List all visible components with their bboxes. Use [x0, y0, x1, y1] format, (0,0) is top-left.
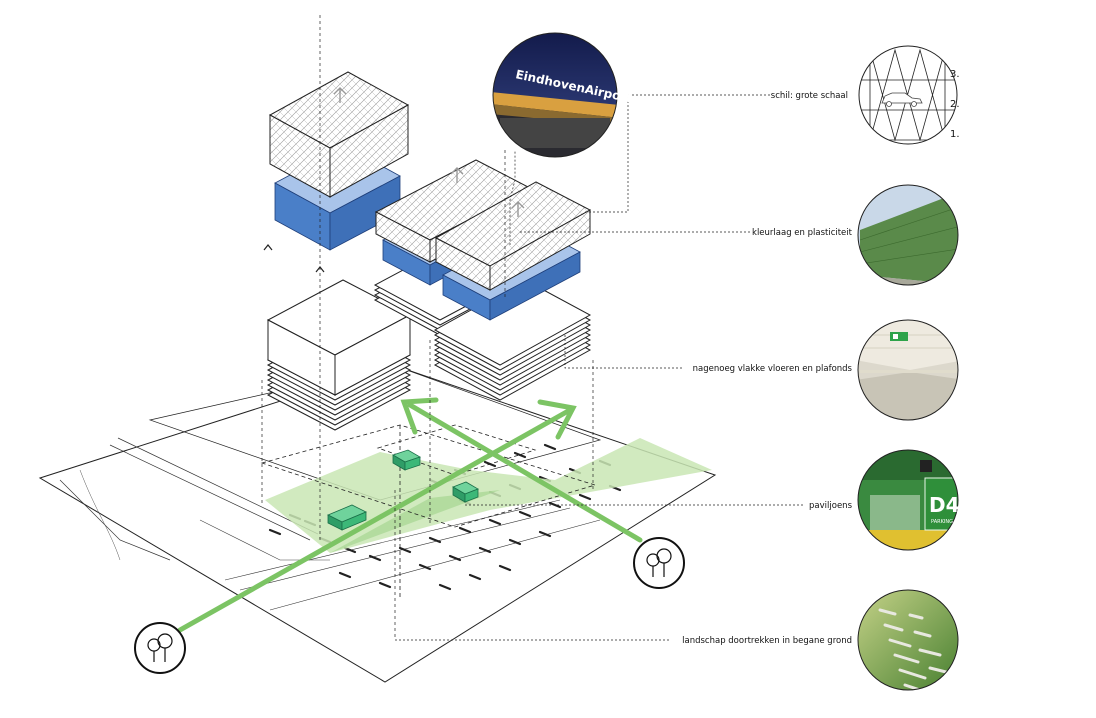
label-landschap: landschap doortrekken in begane grond — [682, 636, 852, 646]
photo-green-facade — [857, 184, 959, 286]
landscape-wedge — [265, 438, 712, 553]
photo-parking-floor — [857, 319, 959, 421]
shell-right — [434, 181, 592, 291]
level-number: 3. — [950, 69, 960, 80]
level-number: 1. — [950, 129, 960, 140]
shell-left — [268, 71, 410, 198]
label-schil: schil: grote schaal — [771, 91, 848, 101]
scheme-facade-grid: 3. 2. 1. — [858, 45, 960, 145]
parking-sign-text: D4 — [929, 493, 960, 517]
vertical-guides — [261, 15, 594, 640]
photo-airport: EindhovenAirport — [492, 32, 633, 158]
tree-icon — [134, 622, 186, 674]
up-arrow-icon — [333, 87, 525, 217]
leader-lines — [395, 94, 805, 641]
car-icon — [881, 92, 923, 107]
label-paviljoens: paviljoens — [809, 501, 853, 511]
label-kleurlaag: kleurlaag en plasticiteit — [752, 228, 853, 238]
level-number: 2. — [950, 99, 960, 110]
parking-sign-subtext: PARKING — [931, 519, 953, 525]
floor-stack-left — [266, 279, 412, 431]
photo-parking-d4: D4 PARKING — [857, 449, 960, 551]
tree-icon — [633, 537, 685, 589]
pavilions — [327, 449, 479, 531]
landscape-arrows — [177, 397, 643, 633]
caret-markers — [263, 244, 325, 273]
label-vloeren: nagenoeg vlakke vloeren en plafonds — [693, 364, 853, 374]
exit-sign-icon — [890, 332, 908, 341]
photo-landscape-paving — [857, 589, 959, 691]
